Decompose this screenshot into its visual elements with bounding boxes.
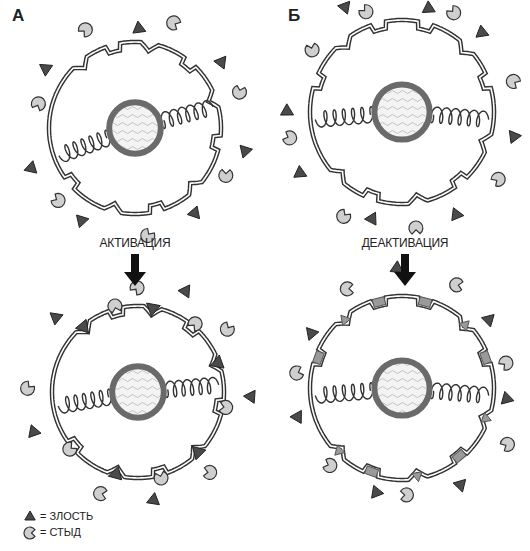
cell-group	[21, 1, 522, 505]
deactivation-arrow	[394, 254, 416, 286]
panel-letter: А	[12, 6, 24, 26]
arrow-caption: ДЕАКТИВАЦИЯ	[362, 236, 449, 250]
arrow-caption: АКТИВАЦИЯ	[100, 236, 171, 250]
cell-drawing	[21, 281, 255, 505]
legend-text: = ЗЛОСТЬ	[40, 510, 93, 522]
cell-drawing	[290, 261, 515, 502]
cell-drawing	[24, 16, 252, 243]
cell-drawing	[281, 1, 522, 234]
legend-text: = СТЫД	[40, 526, 81, 538]
legend-samples	[24, 511, 35, 539]
activation-arrow	[124, 254, 146, 286]
panel-letter: Б	[288, 6, 300, 26]
